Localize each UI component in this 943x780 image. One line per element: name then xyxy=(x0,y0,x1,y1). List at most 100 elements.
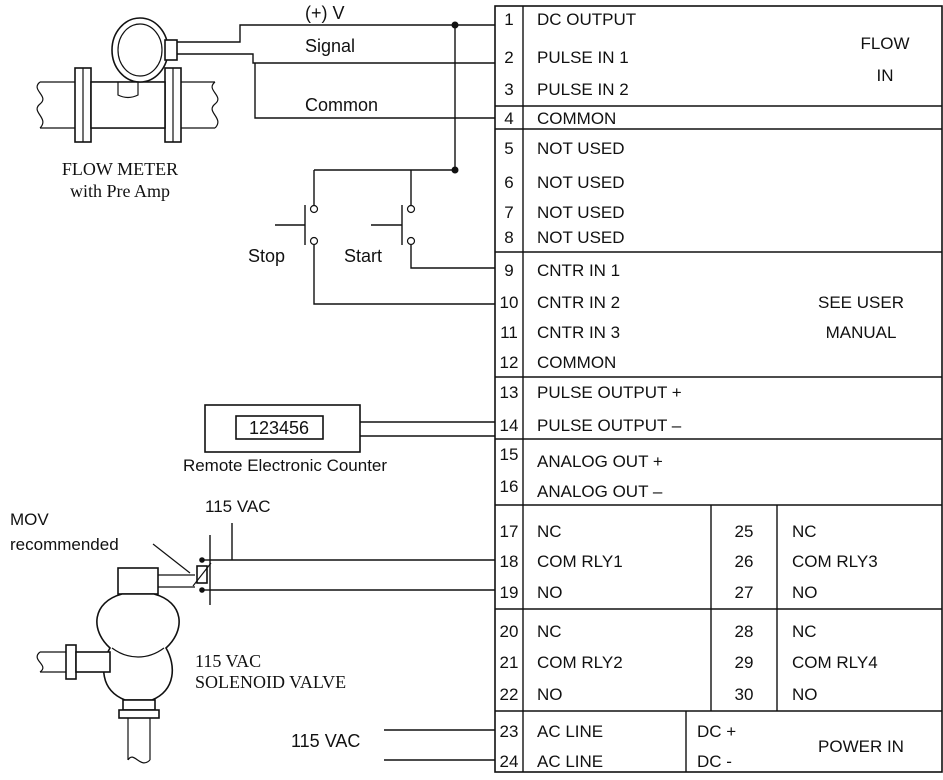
junction-dot xyxy=(451,21,459,29)
power-in-label: POWER IN xyxy=(818,737,904,756)
terminal-number: 26 xyxy=(735,552,754,571)
terminal-number: 8 xyxy=(504,228,513,247)
group-labels: FLOW IN SEE USER MANUAL POWER IN xyxy=(818,34,910,756)
terminal-label: NC xyxy=(792,622,817,641)
plus-v-label: (+) V xyxy=(305,3,345,23)
terminal-label: COM RLY3 xyxy=(792,552,878,571)
terminal-number: 2 xyxy=(504,48,513,67)
terminal-label: PULSE OUTPUT – xyxy=(537,416,682,435)
terminal-label: NC xyxy=(537,522,562,541)
start-switch-icon xyxy=(371,204,416,246)
terminal-number: 29 xyxy=(735,653,754,672)
terminal-label: AC LINE xyxy=(537,722,603,741)
terminal-number: 9 xyxy=(504,261,513,280)
pipe-break xyxy=(127,756,151,764)
terminal-number: 27 xyxy=(735,583,754,602)
flow-meter-label: FLOW METER xyxy=(62,159,178,179)
stop-label: Stop xyxy=(248,246,285,266)
terminal-number: 7 xyxy=(504,203,513,222)
common-wire xyxy=(254,63,495,119)
terminal-number: 23 xyxy=(500,722,519,741)
terminal-label: CNTR IN 2 xyxy=(537,293,620,312)
terminal-number: 6 xyxy=(504,173,513,192)
terminal-label: COMMON xyxy=(537,353,616,372)
terminal-label: COM RLY2 xyxy=(537,653,623,672)
terminal-block-outline xyxy=(494,5,943,773)
counter-display-value: 123456 xyxy=(249,418,309,438)
remote-counter: 123456 Remote Electronic Counter xyxy=(183,404,495,475)
terminal-number: 11 xyxy=(500,323,518,342)
terminal-label: NO xyxy=(792,685,818,704)
pipe-break xyxy=(36,651,44,673)
terminal-label: NOT USED xyxy=(537,203,625,222)
terminal-number: 20 xyxy=(500,622,519,641)
terminal-number: 21 xyxy=(500,653,519,672)
signal-wire xyxy=(175,53,495,64)
inlet-nozzle xyxy=(75,651,111,673)
terminal-number: 3 xyxy=(504,80,513,99)
stop-switch-icon xyxy=(275,204,319,246)
pipe-break xyxy=(36,81,44,129)
counter-label: Remote Electronic Counter xyxy=(183,456,387,475)
terminal-labels: DC OUTPUT PULSE IN 1 PULSE IN 2 COMMON N… xyxy=(537,10,878,771)
terminal-label: COMMON xyxy=(537,109,616,128)
terminal-label: COM RLY1 xyxy=(537,552,623,571)
see-user-manual-label: SEE USER xyxy=(818,293,904,312)
terminal-label: COM RLY4 xyxy=(792,653,878,672)
terminal-label: PULSE IN 2 xyxy=(537,80,629,99)
terminal-number: 24 xyxy=(500,752,519,771)
meter-neck xyxy=(117,82,139,99)
outlet-flange xyxy=(122,699,156,711)
pre-amp-head xyxy=(111,17,169,83)
power-in-wiring: 115 VAC xyxy=(291,729,495,761)
terminal-number: 10 xyxy=(500,293,519,312)
terminal-label: CNTR IN 1 xyxy=(537,261,620,280)
terminal-label: PULSE IN 1 xyxy=(537,48,629,67)
vac-valve-label: 115 VAC xyxy=(205,497,271,516)
dc-plus-label: DC + xyxy=(697,722,736,741)
terminal-label: NOT USED xyxy=(537,173,625,192)
flow-in-label: IN xyxy=(877,66,894,85)
terminal-label: NOT USED xyxy=(537,228,625,247)
terminal-label: NO xyxy=(792,583,818,602)
terminal-number: 12 xyxy=(500,353,519,372)
mov-sublabel: recommended xyxy=(10,535,119,554)
terminal-label: ANALOG OUT + xyxy=(537,452,663,471)
solenoid-valve-wiring: MOV recommended 115 VAC xyxy=(10,497,495,605)
terminal-label: NO xyxy=(537,685,563,704)
signal-label: Signal xyxy=(305,36,355,56)
terminal-block xyxy=(494,5,943,773)
terminal-number: 13 xyxy=(500,383,519,402)
mov-leader-line xyxy=(152,543,191,574)
stop-start-switches: Stop Start xyxy=(248,169,495,305)
vac-power-label: 115 VAC xyxy=(291,731,360,751)
flow-meter-icon: FLOW METER with Pre Amp xyxy=(36,17,219,201)
solenoid-sublabel: SOLENOID VALVE xyxy=(195,672,346,692)
junction-dot xyxy=(199,557,205,563)
stop-output-wire xyxy=(313,245,495,305)
solenoid-label: 115 VAC xyxy=(195,651,261,671)
terminal-label: AC LINE xyxy=(537,752,603,771)
terminal-number: 28 xyxy=(735,622,754,641)
dc-minus-label: DC - xyxy=(697,752,732,771)
terminal-number: 18 xyxy=(500,552,519,571)
flange xyxy=(65,644,77,680)
terminal-number: 30 xyxy=(735,685,754,704)
terminal-number: 25 xyxy=(735,522,754,541)
terminal-number: 5 xyxy=(504,139,513,158)
cable-gland xyxy=(164,39,178,61)
terminal-label: ANALOG OUT – xyxy=(537,482,663,501)
valve-body xyxy=(96,593,180,701)
flow-in-label: FLOW xyxy=(860,34,909,53)
terminal-label: NOT USED xyxy=(537,139,625,158)
terminal-number: 16 xyxy=(500,477,519,496)
counter-display xyxy=(235,415,324,440)
outlet-flange xyxy=(118,709,160,719)
pipe-break xyxy=(211,81,219,129)
common-label: Common xyxy=(305,95,378,115)
solenoid-valve-icon: 115 VAC SOLENOID VALVE xyxy=(36,567,346,764)
pre-amp-head-inner xyxy=(117,23,163,77)
start-label: Start xyxy=(344,246,382,266)
flow-meter-wiring: (+) V Signal Common xyxy=(175,3,495,174)
solenoid-coil xyxy=(117,567,159,595)
